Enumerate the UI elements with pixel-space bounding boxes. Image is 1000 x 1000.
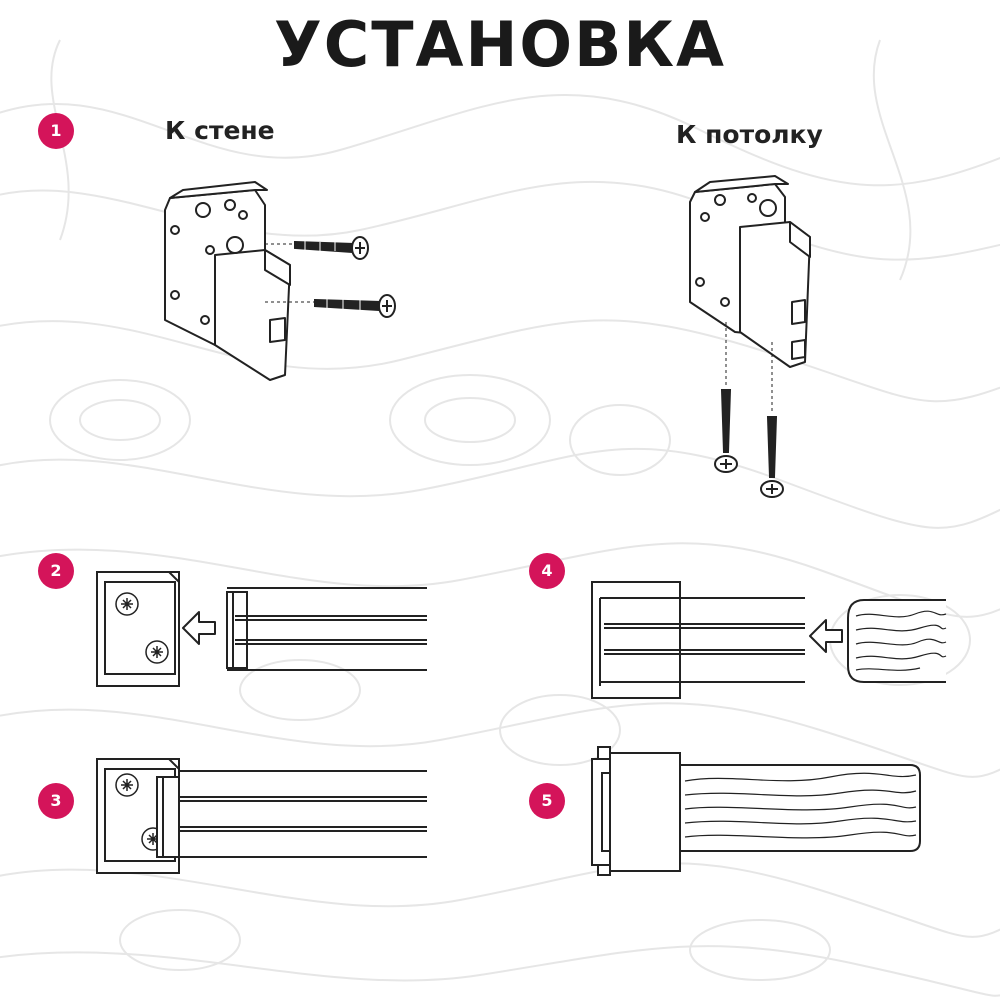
screw-icon xyxy=(761,417,783,497)
step-5-badge: 5 xyxy=(529,783,565,819)
rail-icon xyxy=(592,582,805,698)
arrow-left-icon xyxy=(183,612,215,644)
rail-icon xyxy=(227,588,427,670)
rail-insert-figure xyxy=(95,570,430,690)
ceiling-bracket-figure xyxy=(680,172,840,507)
screw-icon xyxy=(116,774,138,796)
bracket-icon xyxy=(690,176,810,367)
wall-mount-label: К стене xyxy=(165,116,275,145)
cap-insert-figure xyxy=(590,578,950,703)
screw-icon xyxy=(146,641,168,663)
screw-icon xyxy=(715,390,737,472)
screw-icon xyxy=(116,593,138,615)
wooden-cap-icon xyxy=(848,600,946,682)
step-3-badge: 3 xyxy=(38,783,74,819)
ceiling-mount-label: К потолку xyxy=(676,120,823,149)
bracket-icon xyxy=(165,182,290,380)
step-4-badge: 4 xyxy=(529,553,565,589)
step-1-badge: 1 xyxy=(38,113,74,149)
assembled-cap-figure xyxy=(580,745,925,880)
screw-icon xyxy=(295,237,368,259)
wall-bracket-figure xyxy=(155,170,415,390)
wooden-cap-icon xyxy=(680,765,920,851)
page-title: УСТАНОВКА xyxy=(273,8,727,81)
rail-icon xyxy=(157,771,427,857)
step-2-badge: 2 xyxy=(38,553,74,589)
screw-icon xyxy=(315,295,395,317)
arrow-left-icon xyxy=(810,620,842,652)
rail-locked-figure xyxy=(95,757,430,877)
